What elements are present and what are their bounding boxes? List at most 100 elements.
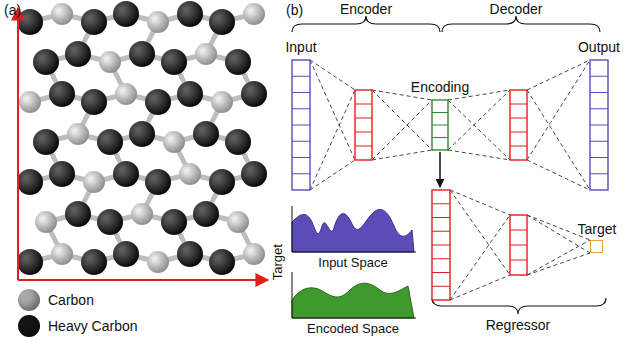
atom (49, 161, 75, 187)
legend-label: Heavy Carbon (48, 318, 138, 334)
cell-line (432, 203, 450, 204)
arrow (439, 152, 441, 187)
atom (225, 49, 251, 75)
layer-label: Target (578, 222, 617, 237)
atom (81, 9, 107, 35)
atom (193, 121, 219, 147)
atom (81, 249, 107, 275)
atom (51, 243, 73, 265)
atom (51, 3, 73, 25)
atom (83, 171, 105, 193)
group-label: Decoder (490, 2, 543, 17)
atom (115, 83, 137, 105)
cell-line (432, 245, 450, 246)
atom (161, 49, 187, 75)
atom (177, 241, 203, 267)
atom (19, 91, 41, 113)
atom (209, 249, 235, 275)
atom (145, 169, 171, 195)
layer-label: Encoding (411, 80, 469, 95)
atom (65, 201, 91, 227)
atom (17, 169, 43, 195)
axis-arrow (18, 279, 268, 281)
atom (161, 209, 187, 235)
input-space-plot (292, 206, 416, 252)
axis-label: Target (271, 244, 285, 280)
atom (129, 121, 155, 147)
atom (67, 123, 89, 145)
cell-line (292, 108, 310, 109)
cell-line (510, 260, 527, 261)
cell-line (510, 104, 527, 105)
atom (147, 11, 169, 33)
atom (163, 131, 185, 153)
atom (179, 163, 201, 185)
layer (510, 90, 527, 160)
cell-line (292, 173, 310, 174)
input-layer: Input (292, 60, 310, 190)
encoded-space-plot (292, 272, 416, 318)
atom (193, 201, 219, 227)
legend-label: Carbon (48, 292, 94, 308)
cell-line (355, 104, 372, 105)
atom (227, 211, 249, 233)
cell-line (590, 141, 608, 142)
atom (209, 9, 235, 35)
cell-line (355, 132, 372, 133)
atom (113, 161, 139, 187)
atom (17, 249, 43, 275)
cell-line (432, 125, 448, 126)
cell-line (432, 286, 450, 287)
layer (355, 90, 372, 160)
legend-entry: Heavy Carbon (18, 315, 138, 337)
atom (97, 129, 123, 155)
layer (432, 100, 448, 150)
atom (33, 49, 59, 75)
atom (113, 241, 139, 267)
cell-line (292, 92, 310, 93)
cell-line (432, 137, 448, 138)
atom (99, 51, 121, 73)
target-node: Target (590, 240, 603, 253)
atom (145, 89, 171, 115)
cell-line (432, 231, 450, 232)
atom (131, 203, 153, 225)
layer (432, 190, 450, 300)
cell-line (590, 92, 608, 93)
cell-line (432, 272, 450, 273)
atom (65, 41, 91, 67)
atom (35, 211, 57, 233)
atom (81, 89, 107, 115)
atom (113, 1, 139, 27)
layer (590, 60, 608, 190)
cell-line (510, 230, 527, 231)
cell-line (590, 108, 608, 109)
atom (243, 3, 265, 25)
legend-entry: Carbon (18, 289, 94, 311)
plot-label: Encoded Space (307, 322, 399, 336)
cell-line (510, 245, 527, 246)
cell-line (590, 125, 608, 126)
atom (243, 243, 265, 265)
atom (195, 43, 217, 65)
cell-line (355, 118, 372, 119)
cell-line (590, 157, 608, 158)
atom (147, 251, 169, 273)
atom (241, 161, 267, 187)
panel-label: (a) (4, 3, 21, 18)
layer (510, 215, 527, 275)
cell-line (292, 76, 310, 77)
cell-line (432, 258, 450, 259)
atom (211, 91, 233, 113)
atom (177, 1, 203, 27)
axis-arrow (17, 8, 19, 280)
cell-line (292, 141, 310, 142)
molecule-illustration (17, 1, 267, 275)
atom (177, 81, 203, 107)
legend-swatch (18, 289, 40, 311)
encoding-layer: Encoding (432, 100, 448, 150)
group-label: Encoder (340, 2, 392, 17)
layer-label: Input (285, 40, 316, 55)
atom (33, 129, 59, 155)
